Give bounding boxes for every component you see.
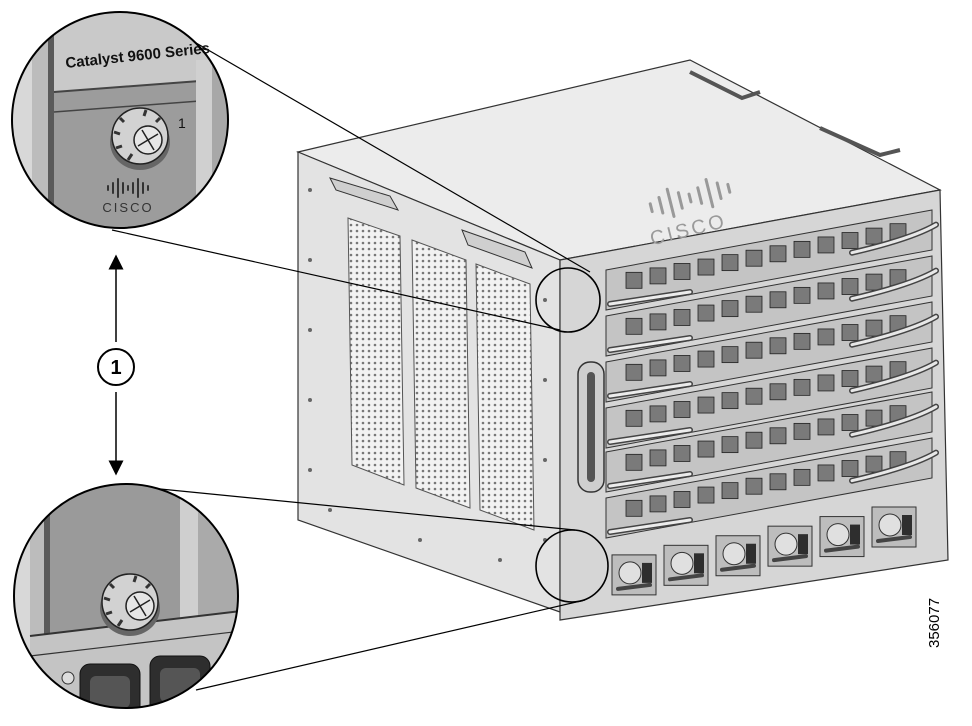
line-card	[605, 301, 939, 403]
top-handle-rear-right	[819, 126, 901, 158]
cisco-logo-icon	[107, 178, 149, 198]
zoom-brand-text: CISCO	[102, 200, 153, 215]
line-card	[605, 347, 939, 449]
callout-group: 1	[97, 254, 135, 476]
callout-number: 1	[110, 357, 121, 379]
callout-circle	[97, 348, 135, 386]
chassis: CISCO	[296, 59, 949, 621]
zoom-target-top	[535, 267, 601, 333]
power-supply	[871, 506, 917, 548]
line-card	[605, 391, 939, 493]
line-card	[605, 209, 939, 311]
top-cisco-logo	[648, 178, 732, 218]
power-supply	[611, 554, 657, 596]
top-handle-rear	[689, 70, 761, 101]
power-supplies	[611, 506, 917, 596]
thumbscrew-icon	[100, 573, 160, 636]
line-cards	[605, 209, 939, 539]
power-supply	[715, 535, 761, 577]
line-card	[605, 437, 939, 539]
side-vent-1	[347, 217, 405, 486]
power-supply	[767, 525, 813, 567]
figure-id: 356077	[926, 597, 943, 648]
zoom-detail-bottom	[13, 483, 239, 709]
side-screws	[308, 188, 547, 562]
zoom-slot-number: 1	[178, 115, 186, 131]
thumbscrew-icon	[110, 107, 170, 170]
side-vent-2	[411, 239, 471, 509]
line-card	[605, 255, 939, 357]
leader-lines	[111, 21, 591, 691]
side-handle-right	[461, 229, 533, 269]
side-vent-3	[475, 263, 535, 531]
handle-grip	[587, 372, 595, 482]
side-handle-left	[329, 177, 400, 211]
power-supply	[663, 544, 709, 586]
zoom-detail-top: Catalyst 9600 Series 1 CISCO	[11, 11, 229, 229]
power-supply	[819, 516, 865, 558]
